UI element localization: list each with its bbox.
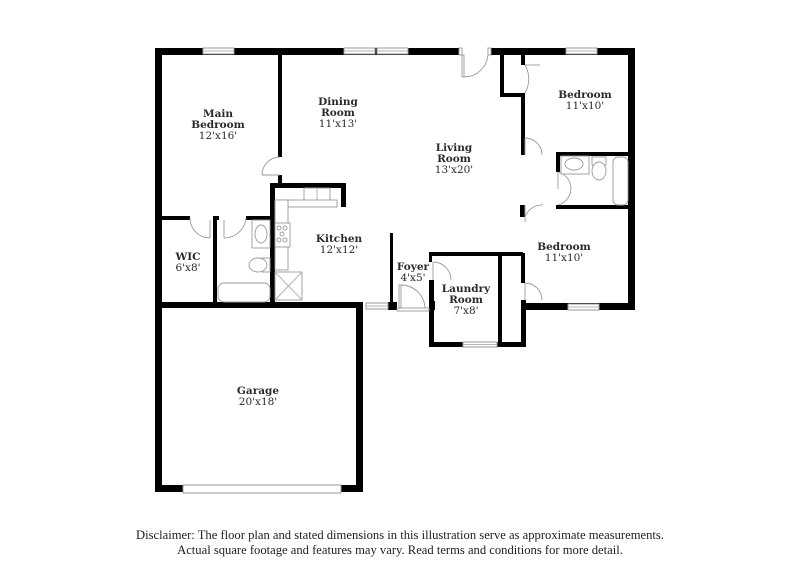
svg-text:Garage: Garage: [237, 385, 279, 397]
svg-text:Main: Main: [203, 108, 233, 120]
doors: [189, 47, 572, 312]
svg-text:12'x16': 12'x16': [199, 130, 237, 142]
fixtures: [182, 155, 629, 494]
label-bedroom-2: Bedroom 11'x10': [537, 241, 591, 264]
label-kitchen: Kitchen 12'x12': [316, 233, 363, 256]
svg-text:Room: Room: [437, 153, 471, 165]
label-foyer: Foyer 4'x5': [397, 261, 430, 284]
label-garage: Garage 20'x18': [237, 385, 279, 408]
svg-text:Bedroom: Bedroom: [558, 89, 612, 101]
svg-text:7'x8': 7'x8': [453, 305, 478, 317]
svg-text:Room: Room: [449, 294, 483, 306]
svg-text:Dining: Dining: [318, 96, 358, 108]
svg-text:13'x20': 13'x20': [435, 164, 473, 176]
disclaimer-line-2: Actual square footage and features may v…: [177, 543, 623, 557]
svg-text:Living: Living: [436, 142, 473, 154]
svg-text:Laundry: Laundry: [442, 283, 491, 295]
windows: [202, 47, 600, 348]
label-wic: WIC 6'x8': [174, 251, 200, 274]
svg-text:11'x13': 11'x13': [319, 118, 357, 130]
svg-text:WIC: WIC: [174, 251, 200, 263]
svg-text:6'x8': 6'x8': [175, 262, 200, 274]
svg-text:12'x12': 12'x12': [320, 244, 358, 256]
label-bedroom-1: Bedroom 11'x10': [558, 89, 612, 112]
interior-walls: [162, 55, 635, 347]
svg-text:Kitchen: Kitchen: [316, 233, 363, 245]
svg-text:Foyer: Foyer: [397, 261, 430, 273]
svg-text:11'x10': 11'x10': [545, 252, 583, 264]
room-labels: Main Bedroom 12'x16' Dining Room 11'x13'…: [174, 89, 611, 408]
label-dining-room: Dining Room 11'x13': [318, 96, 358, 130]
label-laundry-room: Laundry Room 7'x8': [442, 283, 491, 317]
svg-text:Bedroom: Bedroom: [537, 241, 591, 253]
svg-text:20'x18': 20'x18': [239, 396, 277, 408]
label-main-bedroom: Main Bedroom 12'x16': [191, 108, 245, 142]
disclaimer-line-1: Disclaimer: The floor plan and stated di…: [136, 528, 664, 542]
svg-text:Room: Room: [321, 107, 355, 119]
svg-text:Bedroom: Bedroom: [191, 119, 245, 131]
disclaimer: Disclaimer: The floor plan and stated di…: [0, 528, 800, 558]
label-living-room: Living Room 13'x20': [435, 142, 473, 176]
svg-text:4'x5': 4'x5': [400, 272, 425, 284]
svg-text:11'x10': 11'x10': [566, 100, 604, 112]
